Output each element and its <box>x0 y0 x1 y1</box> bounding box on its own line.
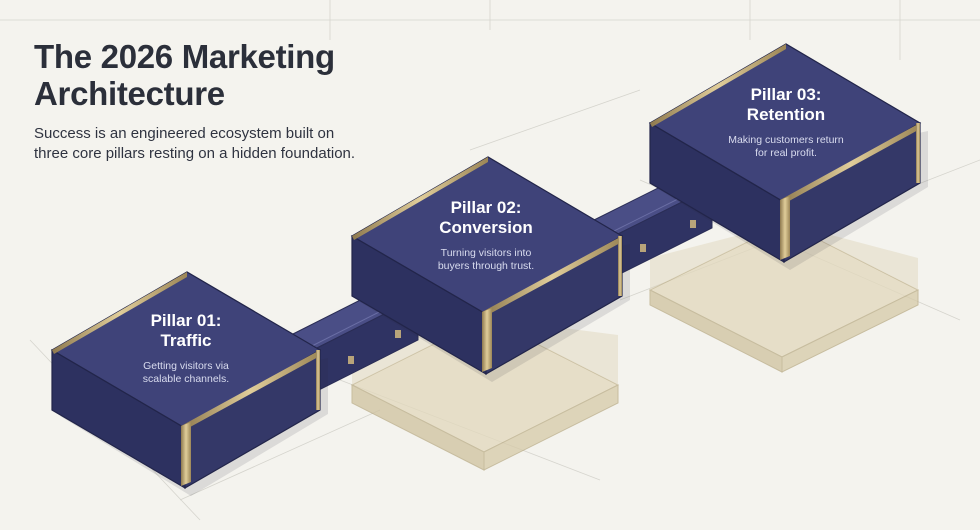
pillar-label-line-2: Traffic <box>160 331 211 350</box>
gold-trim <box>482 308 492 372</box>
foundation-block-3 <box>648 222 920 373</box>
pillar-desc-line-1: Getting visitors via <box>143 360 229 372</box>
pillar-desc-line-2: for real profit. <box>755 147 817 159</box>
pillar-desc-line-1: Making customers return <box>728 134 844 146</box>
gold-trim <box>181 350 320 432</box>
gold-trim <box>780 196 790 260</box>
pillar-label-line-2: Conversion <box>439 218 533 237</box>
pillar-label-line-1: Pillar 03: <box>751 85 822 104</box>
gold-trim <box>181 422 191 486</box>
gold-trim <box>650 44 786 127</box>
pillar-label-line-1: Pillar 01: <box>151 311 222 330</box>
pillar-desc-line-2: scalable channels. <box>143 373 229 385</box>
subtitle-line-1: Success is an engineered ecosystem built… <box>34 125 335 142</box>
page-subtitle: Success is an engineered ecosystem built… <box>34 124 434 164</box>
page-title: The 2026 Marketing Architecture <box>34 38 434 112</box>
pillar-desc-line-1: Turning visitors into <box>441 247 532 259</box>
gold-trim <box>316 350 320 410</box>
subtitle-line-2: three core pillars resting on a hidden f… <box>34 145 356 162</box>
gold-trim <box>52 272 187 354</box>
gold-trim <box>780 123 920 206</box>
title-line-1: The 2026 Marketing <box>34 38 335 75</box>
header: The 2026 Marketing Architecture Success … <box>34 38 434 164</box>
title-line-2: Architecture <box>34 75 225 112</box>
pillar-label-line-1: Pillar 02: <box>451 198 522 217</box>
pillar-label-line-2: Retention <box>747 105 825 124</box>
gold-trim <box>352 157 488 240</box>
gold-trim <box>618 236 622 296</box>
gold-trim <box>916 123 920 183</box>
gold-trim <box>482 236 622 318</box>
pillar-desc-line-2: buyers through trust. <box>438 260 534 272</box>
